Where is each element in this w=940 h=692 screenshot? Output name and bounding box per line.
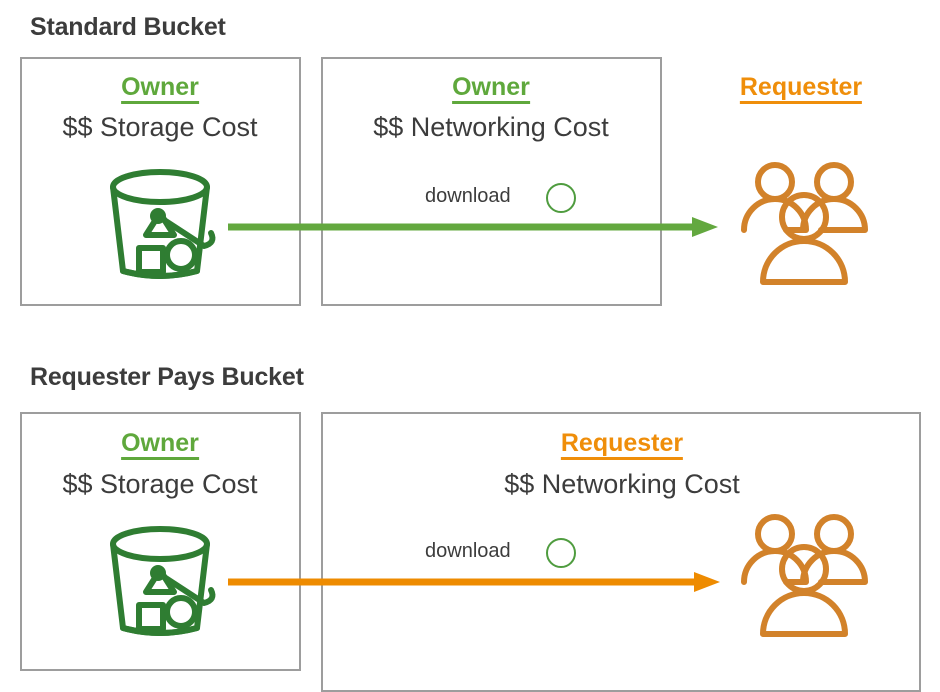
role-label-owner-networking-standard: Owner <box>452 74 530 105</box>
role-label-requester-requester-pays: Requester <box>560 430 684 461</box>
people-group-icon-standard <box>738 160 868 292</box>
s3-bucket-icon-standard <box>98 163 222 287</box>
role-label-owner-storage-standard: Owner <box>121 74 199 105</box>
cost-text-storage-standard: $$ Storage Cost <box>62 112 258 142</box>
s3-bucket-icon-requester-pays <box>98 520 222 644</box>
circle-outline-icon-requester-pays <box>546 538 576 568</box>
circle-outline-icon-standard <box>546 183 576 213</box>
cost-text-storage-requester-pays: $$ Storage Cost <box>62 469 258 499</box>
cost-text-networking-requester-pays: $$ Networking Cost <box>504 469 740 499</box>
section-title-standard-bucket: Standard Bucket <box>30 13 226 41</box>
role-label-owner-storage-requester-pays: Owner <box>121 430 199 461</box>
section-title-requester-pays-bucket: Requester Pays Bucket <box>30 363 304 391</box>
panel-owner-storage-standard <box>20 57 301 306</box>
download-label-standard: download <box>425 185 511 207</box>
people-group-icon-requester-pays <box>738 512 868 644</box>
panel-owner-storage-requester-pays <box>20 412 301 671</box>
cost-text-networking-standard: $$ Networking Cost <box>373 112 609 142</box>
download-label-requester-pays: download <box>425 540 511 562</box>
role-label-requester-standard: Requester <box>739 74 863 105</box>
arrow-download-requester-pays <box>228 571 722 593</box>
arrow-download-standard <box>228 216 720 238</box>
panel-owner-networking-standard <box>321 57 662 306</box>
